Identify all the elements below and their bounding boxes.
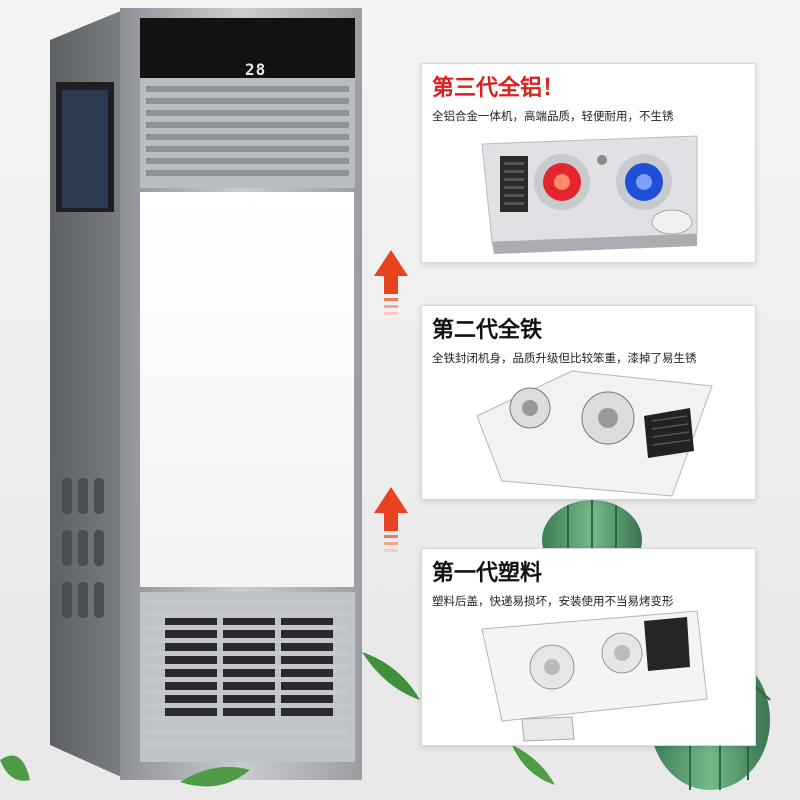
leaf [362,652,420,700]
aluminum-heater-image [481,135,698,254]
iron-heater-image [476,370,713,497]
plastic-heater-image [481,610,708,742]
card-third-generation: 第三代全铝！ 全铝合金一体机，高端品质，轻便耐用，不生锈 [421,63,756,263]
arrow-up-2 [374,487,408,552]
leaf [0,755,30,781]
card-title: 第三代全铝！ [432,76,565,101]
leaf [180,766,250,787]
arrow-up-1 [374,250,408,315]
heater-side [50,8,128,780]
card-description: 全铁封闭机身，品质升级但比较笨重，漆掉了易生锈 [432,351,697,365]
card-first-generation: 第一代塑料 塑料后盖，快递易损坏，安装使用不当易烤变形 [421,548,756,746]
heater-display: 28 [245,60,267,79]
card-second-generation: 第二代全铁 全铁封闭机身，品质升级但比较笨重，漆掉了易生锈 [421,305,756,500]
card-title: 第二代全铁 [432,318,543,343]
heater-front [120,8,362,780]
leaf [512,745,555,785]
card-title: 第一代塑料 [432,561,543,586]
card-description: 塑料后盖，快递易损坏，安装使用不当易烤变形 [432,594,674,608]
card-description: 全铝合金一体机，高端品质，轻便耐用，不生锈 [432,109,674,123]
